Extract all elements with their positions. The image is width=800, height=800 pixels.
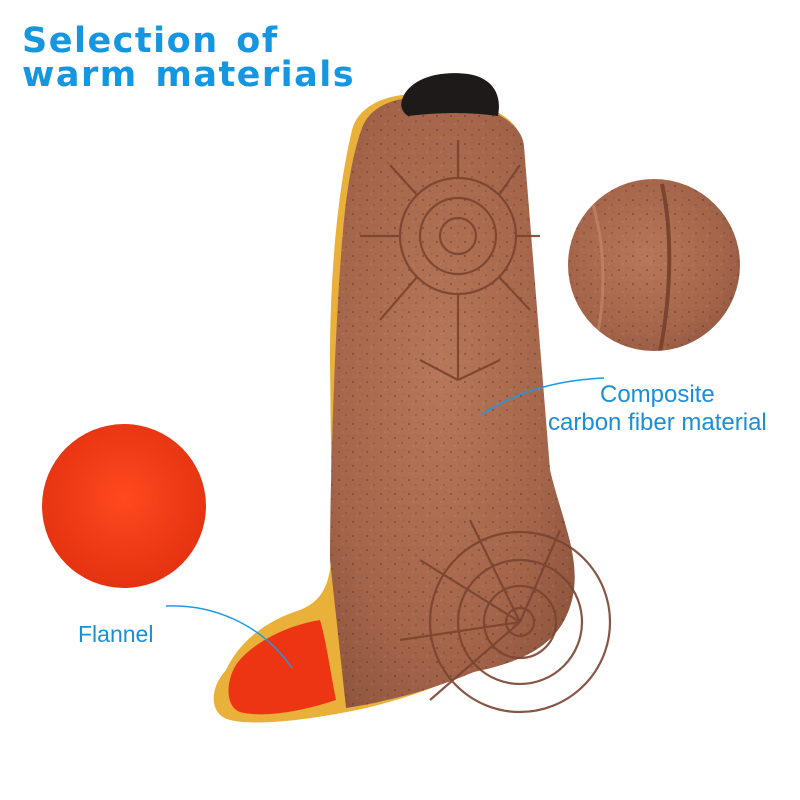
composite-label: Composite [600, 381, 715, 408]
forefoot-pattern [399, 519, 612, 714]
composite-callout-line [481, 377, 605, 415]
carbon-fiber-label: carbon fiber material [548, 409, 767, 436]
flannel-callout-line [165, 605, 293, 669]
headline: Selection of warm materials [22, 21, 356, 95]
headline-line-2: warm materials [22, 55, 356, 95]
flannel-swatch [42, 424, 206, 588]
heel-pad [401, 73, 499, 116]
headline-line-1: Selection of [22, 21, 279, 61]
flannel-label: Flannel [78, 621, 154, 647]
flannel-toe [228, 620, 336, 715]
carbon-fiber-swatch [568, 179, 740, 351]
heel-pattern [360, 140, 540, 381]
